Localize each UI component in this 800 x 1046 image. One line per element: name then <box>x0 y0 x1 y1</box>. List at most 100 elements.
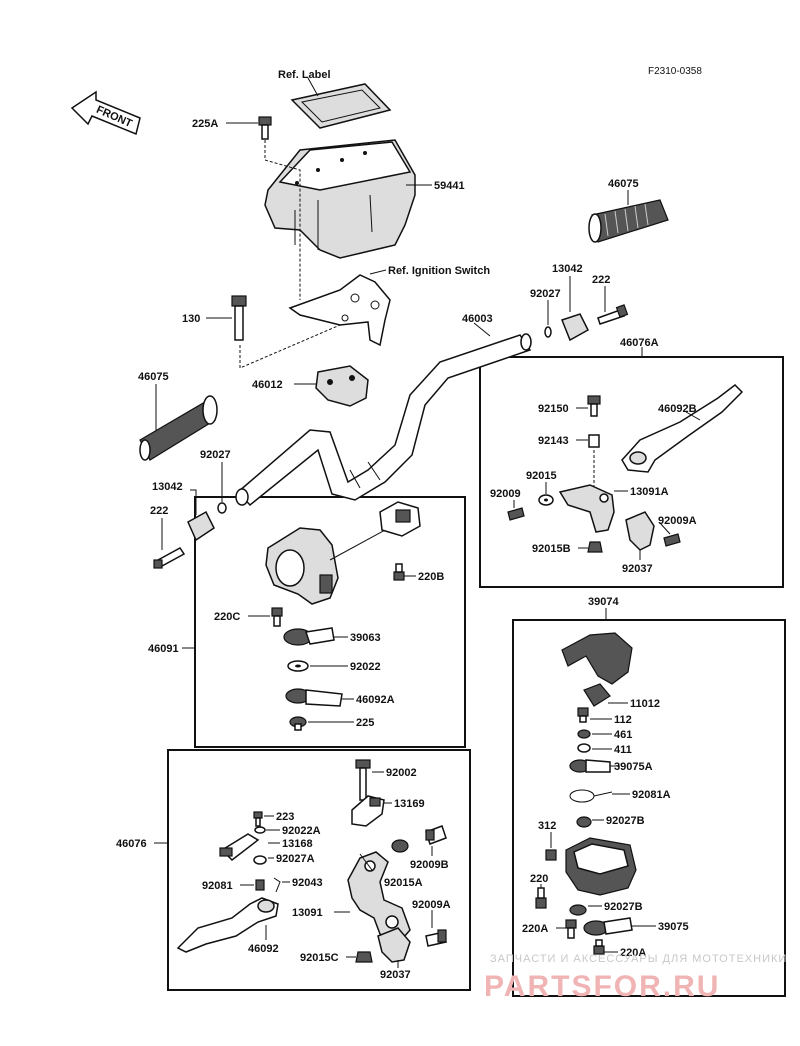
label-92027-right: 92027 <box>530 288 561 300</box>
label-39075A: 39075A <box>614 761 653 773</box>
label-222-left: 222 <box>150 505 168 517</box>
lever-46092-part <box>176 897 279 953</box>
screw-92009A-bottom-part <box>425 929 447 947</box>
washer-92022A-part <box>254 826 266 834</box>
screw-92009B-part <box>425 825 447 845</box>
spring-92081-part <box>255 879 265 891</box>
clamp-92037-top-part <box>625 511 655 551</box>
label-46075-right: 46075 <box>608 178 639 190</box>
label-13042-right: 13042 <box>552 263 583 275</box>
label-13091A: 13091A <box>630 486 669 498</box>
ref-label-part <box>290 77 392 129</box>
nut-225-part <box>289 716 307 731</box>
screw-223-part <box>253 811 263 827</box>
label-92002: 92002 <box>386 767 417 779</box>
label-13168: 13168 <box>282 838 313 850</box>
nut-92015B-part <box>587 541 603 553</box>
label-92081: 92081 <box>202 880 233 892</box>
box-master-cylinder-assembly <box>512 619 786 997</box>
screw-92009-part <box>507 507 525 521</box>
washer-411-part <box>577 743 591 753</box>
fitting-11012-part <box>583 683 611 707</box>
label-46075-left: 46075 <box>138 371 169 383</box>
label-92043: 92043 <box>292 877 323 889</box>
label-411: 411 <box>614 744 632 756</box>
label-92022: 92022 <box>350 661 381 673</box>
cover-59441-part <box>264 139 416 259</box>
label-46091: 46091 <box>148 643 179 655</box>
connector-part <box>379 501 421 537</box>
label-222-right: 222 <box>592 274 610 286</box>
label-13091: 13091 <box>292 907 323 919</box>
label-92150: 92150 <box>538 403 569 415</box>
washer-461-part <box>577 729 591 739</box>
bolt-130-part <box>231 295 247 341</box>
weight-13042-right-part <box>561 313 589 342</box>
cap-cover-part <box>561 632 633 685</box>
holder-46092A-part <box>285 688 343 707</box>
screw-220A-2-part <box>593 939 605 955</box>
bracket-part <box>288 274 391 347</box>
label-92009B: 92009B <box>410 859 449 871</box>
screw-92009A-top-part <box>663 533 681 547</box>
nut-92015C-part <box>355 951 373 963</box>
label-ref-label: Ref. Label <box>278 69 331 81</box>
bolt-92002-part <box>355 759 371 801</box>
screw-225A-part <box>258 116 272 140</box>
handlebar-46003-part <box>235 333 532 507</box>
label-225: 225 <box>356 717 374 729</box>
weight-13042-left-part <box>187 510 215 542</box>
label-92015A: 92015A <box>384 877 423 889</box>
boot-92027B-2-part <box>569 904 587 916</box>
label-220A-2: 220A <box>620 947 646 959</box>
lever-46092B-part <box>621 384 744 473</box>
label-220A-1: 220A <box>522 923 548 935</box>
washer-92022-part <box>287 660 309 672</box>
label-461: 461 <box>614 729 632 741</box>
label-ref-ignition-switch: Ref. Ignition Switch <box>388 265 490 277</box>
boot-92027B-1-part <box>576 816 592 828</box>
label-92009A-top: 92009A <box>658 515 697 527</box>
clamp-92037-bottom-part <box>377 927 411 963</box>
watermark-tagline: ЗАПЧАСТИ И АКСЕССУАРЫ ДЛЯ МОТОТЕХНИКИ <box>490 953 787 965</box>
label-46076A: 46076A <box>620 337 659 349</box>
bolt-220-part <box>535 887 547 909</box>
label-130: 130 <box>182 313 200 325</box>
washer-plate-part <box>391 839 409 853</box>
lever-39075-part <box>583 917 633 936</box>
label-220B: 220B <box>418 571 444 583</box>
grip-left-46075-part <box>139 395 218 461</box>
washer-92015-part <box>538 494 554 506</box>
screw-220C-part <box>271 607 283 627</box>
pin-92043-part <box>273 877 281 893</box>
label-13169: 13169 <box>394 798 425 810</box>
box-right-lever-assembly <box>479 356 784 588</box>
label-92027A: 92027A <box>276 853 315 865</box>
label-112: 112 <box>614 714 632 726</box>
label-92037-bottom: 92037 <box>380 969 411 981</box>
label-92015B: 92015B <box>532 543 571 555</box>
label-92037-top: 92037 <box>622 563 653 575</box>
collar-92143-part <box>588 434 600 448</box>
box-left-switch-assembly <box>194 496 466 748</box>
screw-312-part <box>545 849 557 861</box>
label-92022A: 92022A <box>282 825 321 837</box>
screw-222-right-part <box>597 304 629 325</box>
label-46092A: 46092A <box>356 694 395 706</box>
label-11012: 11012 <box>630 698 660 710</box>
label-92015: 92015 <box>526 470 557 482</box>
label-92027B-1: 92027B <box>606 815 645 827</box>
label-92027B-2: 92027B <box>604 901 643 913</box>
label-46076: 46076 <box>116 838 147 850</box>
label-92009A-bottom: 92009A <box>412 899 451 911</box>
screw-220B-part <box>393 563 405 581</box>
label-220: 220 <box>530 873 548 885</box>
label-13042-left: 13042 <box>152 481 183 493</box>
clamp-39063-part <box>283 627 335 646</box>
bracket-13169-part <box>351 795 385 827</box>
label-39075: 39075 <box>658 921 689 933</box>
spring-92081A-part <box>569 789 613 803</box>
switch-housing-part <box>265 527 386 605</box>
label-220C: 220C <box>214 611 240 623</box>
